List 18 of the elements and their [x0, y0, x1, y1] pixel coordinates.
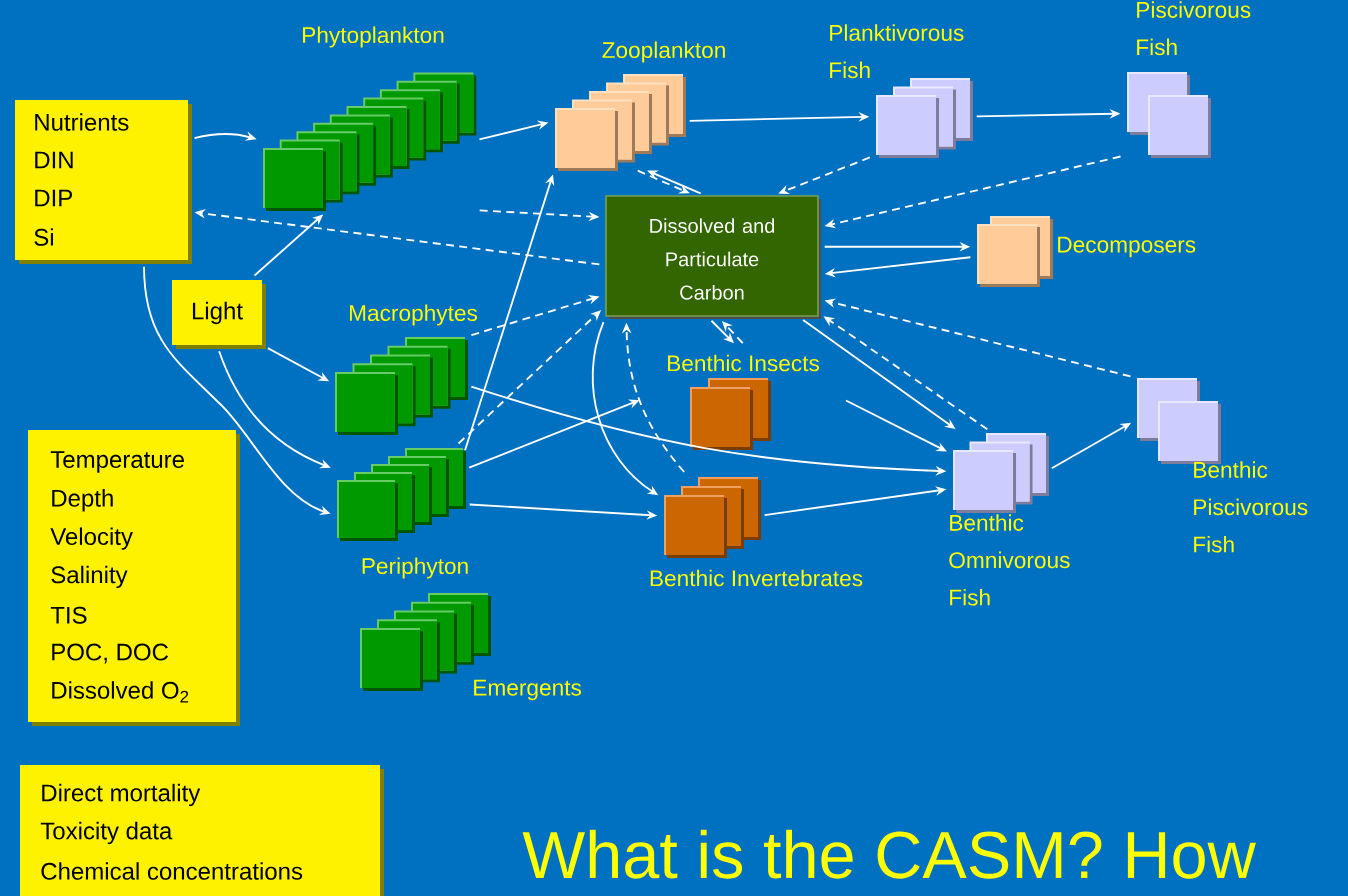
group-label: Benthic Omnivorous Fish	[949, 514, 1070, 606]
input-box: Light	[172, 280, 266, 349]
slide-title: What is the CASM? How	[522, 829, 1256, 879]
group-label: Planktivorous Fish	[830, 24, 964, 79]
group-label: Benthic Invertebrates	[650, 569, 863, 587]
input-box: Nutrients DIN DIP Si	[15, 100, 192, 264]
group-label: Phytoplankton	[303, 26, 444, 48]
input-box: Direct mortality Toxicity data Chemical concentrations	[20, 765, 384, 896]
group-label: Benthic Insects	[668, 354, 819, 372]
group-label: Macrophytes	[350, 304, 478, 326]
group-label: Decomposers	[1058, 236, 1196, 258]
group-label: Emergents	[474, 679, 582, 701]
group-label: Zooplankton	[602, 41, 725, 63]
group-label: Piscivorous Fish	[1137, 1, 1251, 56]
group-label: Periphyton	[362, 557, 468, 579]
input-box: Temperature Depth Velocity Salinity TIS POC, DOC Dissolved O$_{2}$	[28, 430, 240, 726]
group-label: Benthic Piscivorous Fish	[1194, 461, 1308, 553]
carbon-box: Dissolved and Particulate Carbon	[605, 195, 821, 319]
